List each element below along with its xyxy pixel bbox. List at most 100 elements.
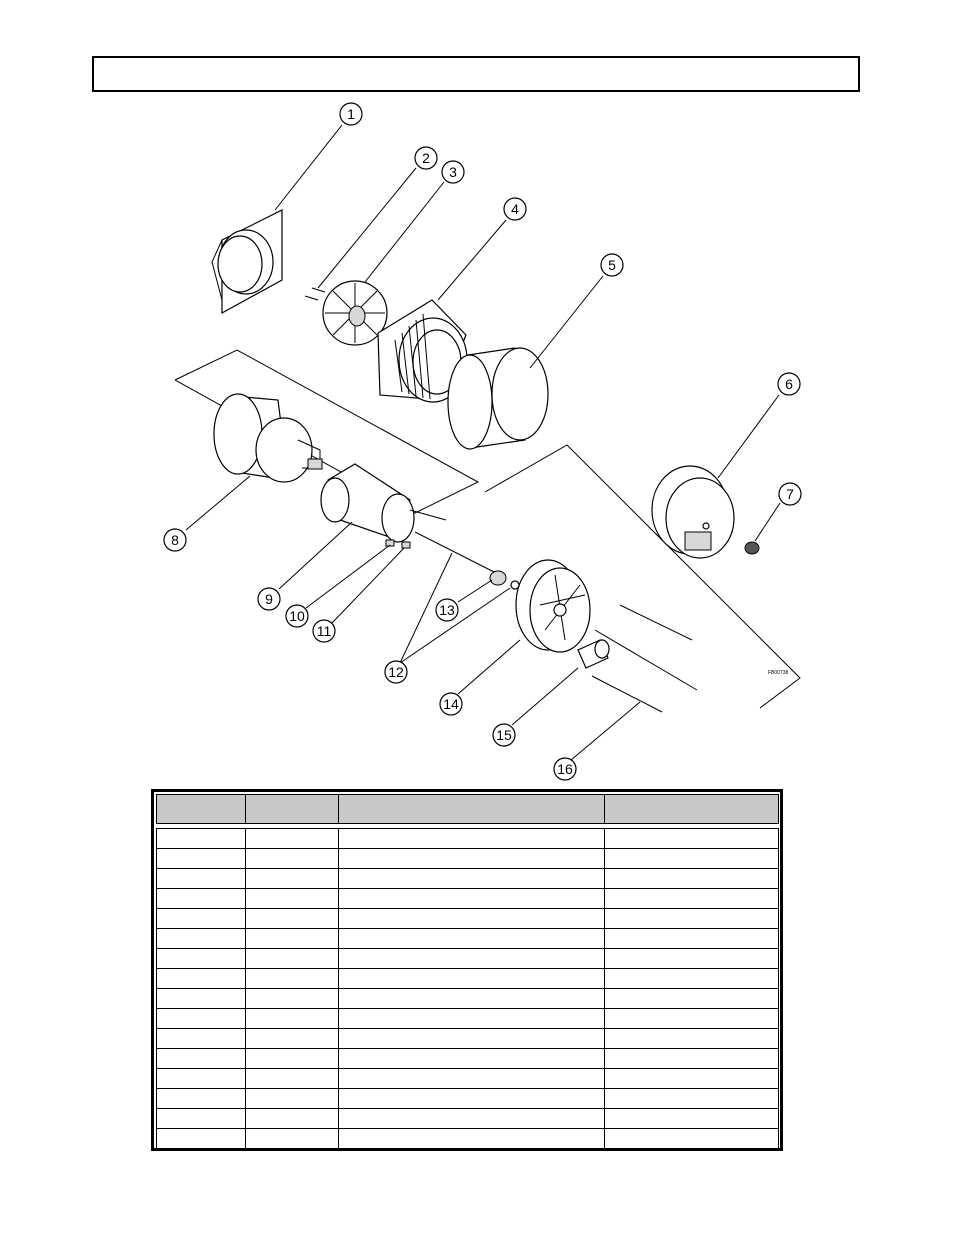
svg-text:11: 11 [317,623,332,639]
svg-text:2: 2 [422,150,430,166]
table-cell [338,1108,605,1129]
table-cell [338,968,605,989]
table-cell [604,1068,779,1089]
leader-lines [185,124,781,761]
part-4-housing [377,299,468,403]
table-cell [156,1128,246,1149]
callout-13: 13 [435,598,459,622]
header-col-3 [338,794,605,824]
parts-table [156,794,779,1149]
part-7-cap [744,541,760,555]
table-cell [604,1048,779,1069]
svg-text:7: 7 [786,486,794,502]
table-cell [156,1108,246,1129]
table-row [156,1028,779,1049]
table-cell [338,1028,605,1049]
part-12-shaft [414,531,501,576]
table-cell [604,1028,779,1049]
assembly-frame-left [174,349,480,514]
callout-12: 12 [384,660,408,684]
callout-1: 1 [339,102,363,126]
table-cell [245,888,339,909]
table-row [156,848,779,869]
table-cell [338,948,605,969]
table-cell [156,1028,246,1049]
part-11-brush-holder [401,541,411,549]
table-cell [338,1128,605,1149]
part-1-flange [211,209,283,315]
table-cell [338,1068,605,1089]
table-cell [604,948,779,969]
part-2-screws [304,287,326,301]
table-cell [156,1068,246,1089]
callout-16: 16 [553,757,577,781]
callout-4: 4 [503,197,527,221]
table-cell [338,868,605,889]
figure-code: FB00738 [768,670,789,676]
table-cell [156,1088,246,1109]
table-row [156,1128,779,1149]
part-14-end-frame [515,559,591,653]
table-row [156,828,779,849]
svg-text:1: 1 [347,106,355,122]
table-cell [156,908,246,929]
table-cell [156,928,246,949]
table-cell [604,1128,779,1149]
part-3-fan [322,280,388,346]
table-row [156,988,779,1009]
table-cell [245,908,339,929]
table-cell [245,928,339,949]
svg-text:4: 4 [511,201,519,217]
table-cell [156,988,246,1009]
table-cell [156,968,246,989]
part-8-motor-can [213,393,323,483]
table-cell [338,848,605,869]
svg-text:6: 6 [785,376,793,392]
svg-text:12: 12 [388,664,404,680]
part-9-armature [320,463,447,543]
table-row [156,908,779,929]
table-cell [156,868,246,889]
callout-7: 7 [778,482,802,506]
svg-text:3: 3 [449,164,457,180]
table-cell [245,828,339,849]
table-cell [338,1048,605,1069]
table-cell [338,908,605,929]
table-row [156,1088,779,1109]
table-cell [604,908,779,929]
table-cell [338,928,605,949]
svg-text:5: 5 [608,257,616,273]
table-cell [245,1108,339,1129]
parts-table-frame [151,789,783,1151]
header-col-4 [604,794,779,824]
svg-text:8: 8 [171,532,179,548]
part-16-bolts [591,604,698,713]
svg-text:10: 10 [289,608,305,624]
svg-text:16: 16 [557,761,573,777]
callout-2: 2 [414,146,438,170]
callout-6: 6 [777,372,801,396]
table-cell [245,1008,339,1029]
table-row [156,1008,779,1029]
table-cell [338,988,605,1009]
callout-3: 3 [441,160,465,184]
page-title-box [92,56,860,92]
table-cell [604,988,779,1009]
table-row [156,1048,779,1069]
part-15-capacitor [577,639,610,669]
table-cell [245,1048,339,1069]
callout-15: 15 [492,723,516,747]
table-cell [245,868,339,889]
callout-5: 5 [600,253,624,277]
svg-text:13: 13 [439,602,455,618]
svg-text:15: 15 [496,727,512,743]
table-cell [604,848,779,869]
table-row [156,968,779,989]
part-5-shell [447,347,549,450]
header-col-1 [156,794,246,824]
table-cell [604,1108,779,1129]
table-cell [245,988,339,1009]
parts-table-header [156,794,779,824]
table-cell [604,888,779,909]
callout-11: 11 [312,619,336,643]
